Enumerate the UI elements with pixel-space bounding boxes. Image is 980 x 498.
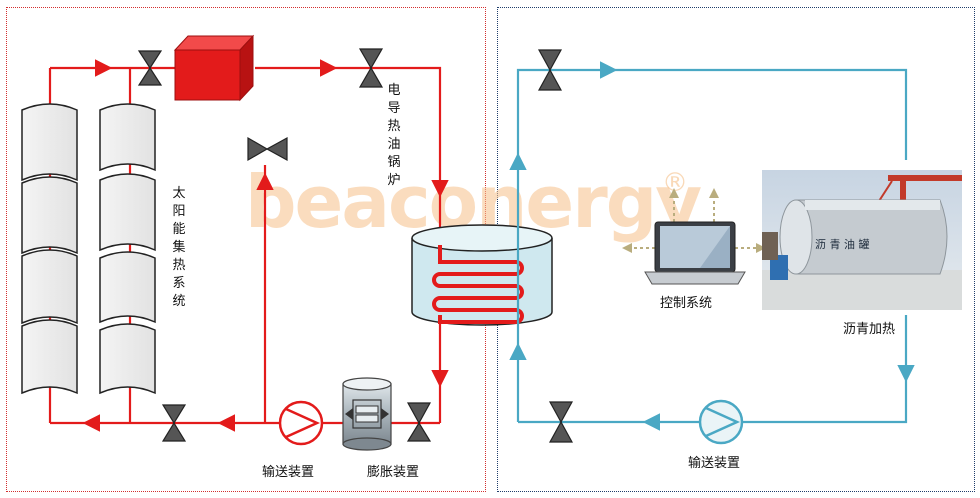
control-arrow-heads: [622, 188, 766, 253]
expansion-label: 膨胀装置: [367, 465, 420, 480]
collector-icon: [99, 103, 156, 395]
asphalt-tank-photo: 沥 青 油 罐: [762, 170, 962, 310]
valve-icon[interactable]: [548, 401, 574, 443]
valve-icon[interactable]: [137, 50, 163, 86]
pump-left-label: 输送装置: [262, 465, 315, 480]
cold-loop-arrows: [509, 61, 915, 431]
boiler-label: 电导热油锅炉: [387, 83, 401, 188]
boiler-cube-icon: [173, 34, 255, 102]
pump-icon[interactable]: [698, 399, 744, 445]
solar-system-label: 太阳能集热系统: [172, 186, 186, 309]
laptop-icon: [644, 221, 746, 285]
control-signal-arrows: [630, 196, 758, 249]
control-system-label: 控制系统: [660, 296, 713, 311]
valve-icon[interactable]: [161, 404, 187, 442]
hot-loop-arrows: [82, 59, 449, 432]
expansion-tank-icon: [342, 377, 392, 451]
valve-icon[interactable]: [406, 402, 432, 442]
collector-icon: [21, 103, 78, 395]
pump-right-label: 输送装置: [688, 456, 741, 471]
valve-icon[interactable]: [358, 48, 384, 88]
solar-collectors: [21, 103, 156, 395]
valve-icon[interactable]: [537, 49, 563, 91]
valve-icon[interactable]: [247, 136, 288, 162]
heat-exchanger-icon: [411, 224, 553, 326]
pump-icon[interactable]: [278, 400, 324, 446]
asphalt-heating-label: 沥青加热: [843, 322, 896, 337]
asphalt-tank-text: 沥 青 油 罐: [815, 237, 870, 251]
